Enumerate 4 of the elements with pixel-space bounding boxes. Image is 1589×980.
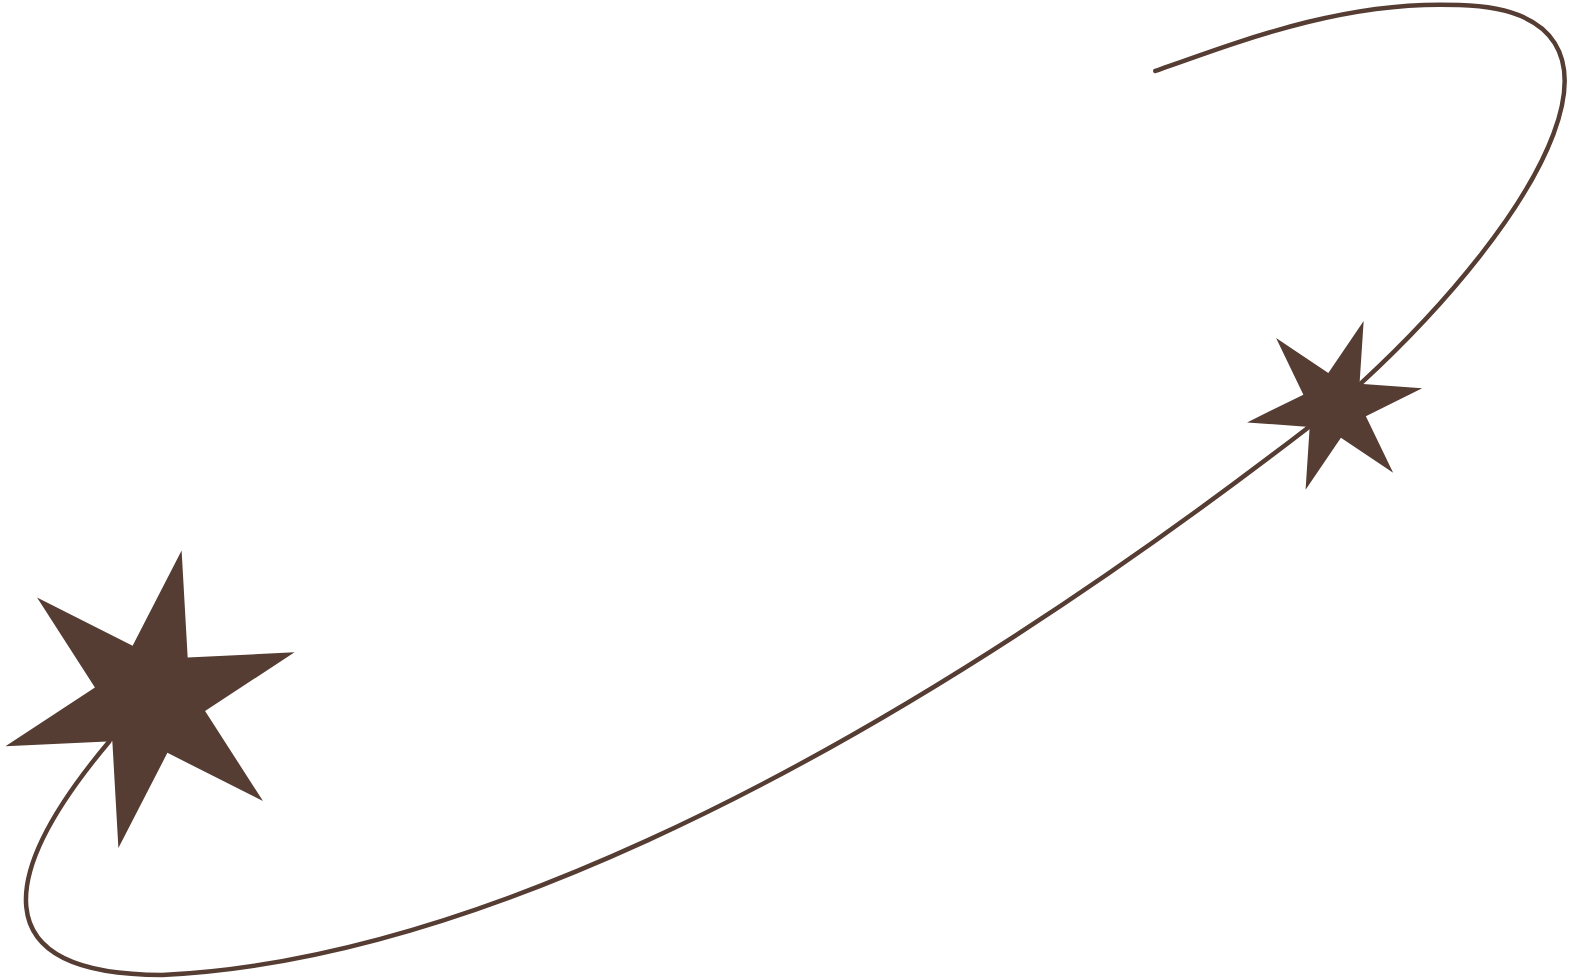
- star-shape: [1247, 321, 1423, 490]
- orbit-line: [1153, 2, 1567, 386]
- star-shape: [5, 550, 295, 848]
- orbit-line: [24, 424, 1311, 978]
